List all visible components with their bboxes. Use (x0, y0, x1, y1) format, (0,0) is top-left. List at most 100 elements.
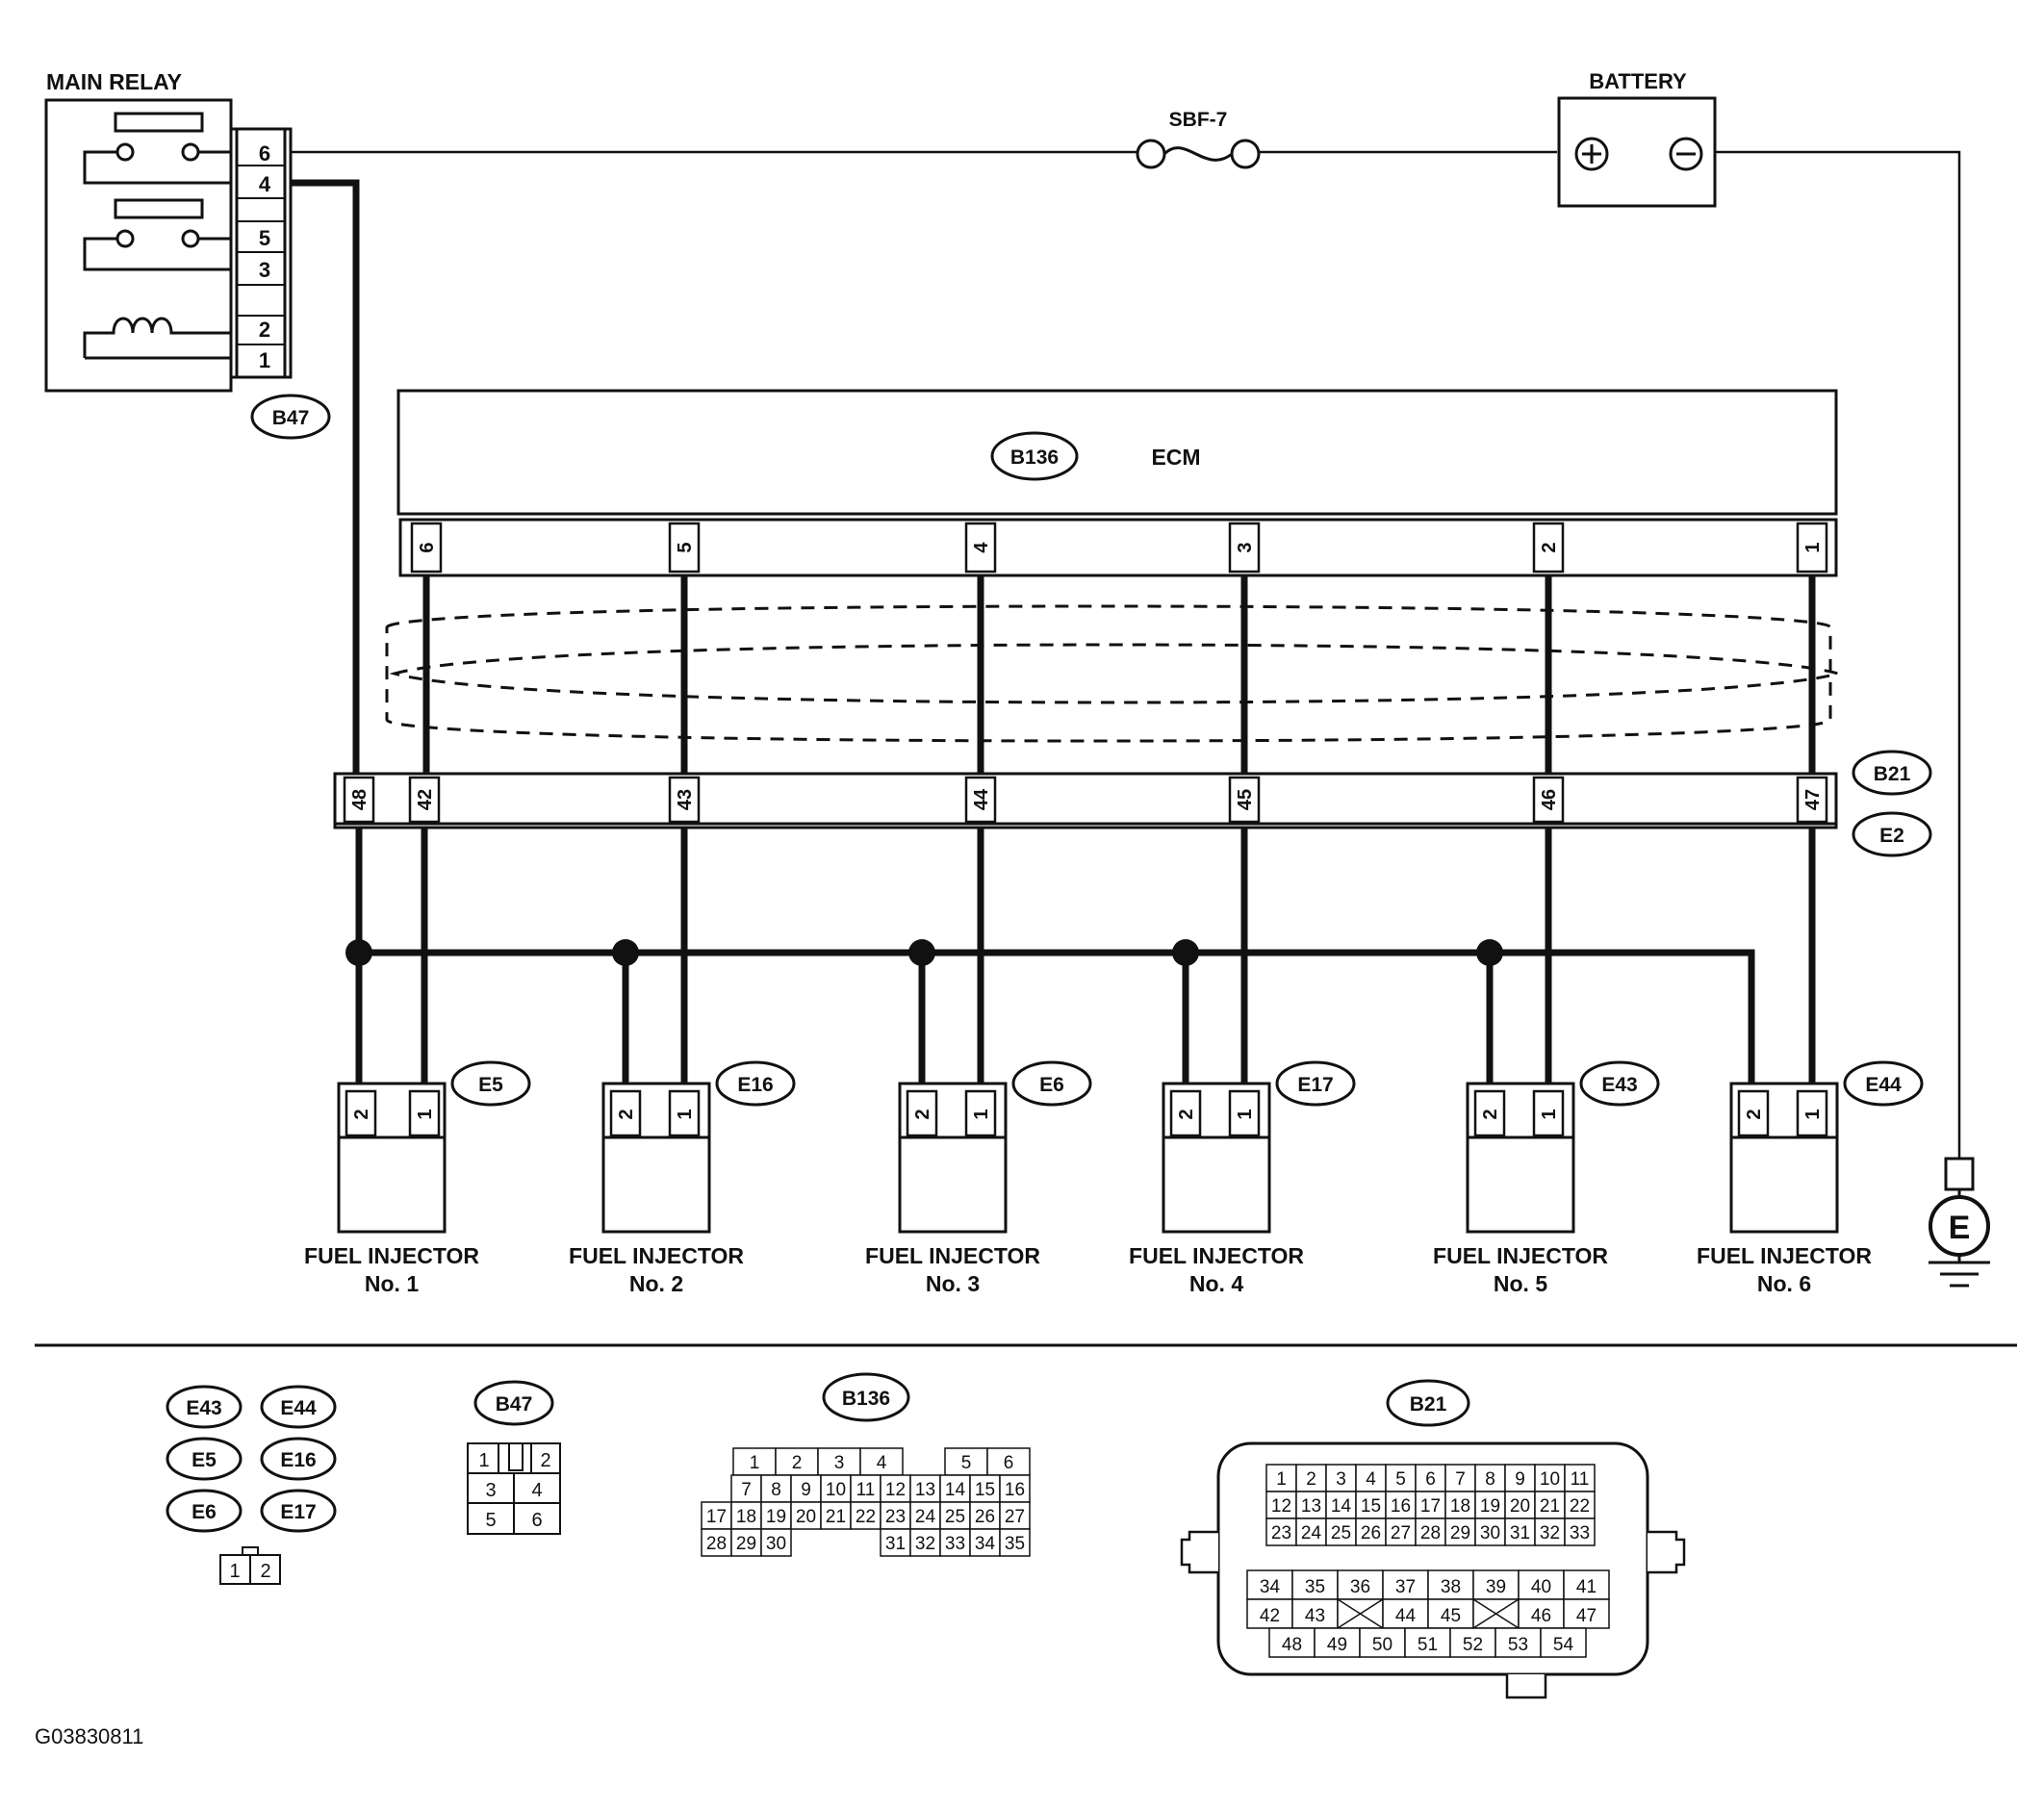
terminal-number: 36 (1350, 1577, 1370, 1597)
terminal-number: 53 (1508, 1635, 1528, 1655)
harness-pin: 42 (415, 789, 436, 810)
battery-title: BATTERY (1589, 69, 1687, 93)
terminal-number: 33 (1570, 1523, 1590, 1543)
terminal-number: 47 (1576, 1606, 1597, 1626)
ecm-pin: 2 (1539, 542, 1560, 552)
harness-pin: 47 (1802, 789, 1824, 810)
legend-injector-connectors: E43 E44 E5 E16 E6 E17 1 2 (166, 1385, 337, 1585)
svg-text:FUEL INJECTOR: FUEL INJECTOR (1129, 1243, 1304, 1268)
svg-text:E16: E16 (737, 1074, 773, 1096)
terminal-number: 19 (766, 1507, 786, 1527)
shield-dashed (385, 604, 1844, 743)
fuse-sbf-7 (1136, 139, 1261, 169)
svg-text:2: 2 (616, 1109, 637, 1119)
relay-pin: 1 (259, 348, 270, 372)
terminal-number: 43 (1305, 1606, 1325, 1626)
terminal-number: 29 (736, 1534, 756, 1554)
terminal-number: 4 (1366, 1469, 1376, 1490)
svg-text:B21: B21 (1874, 763, 1911, 785)
svg-text:No. 5: No. 5 (1494, 1271, 1547, 1296)
wire-battery-to-ground (1715, 150, 1961, 1159)
svg-text:B47: B47 (496, 1393, 533, 1416)
terminal-number: 10 (826, 1480, 846, 1500)
ecm-label: ECM (1151, 445, 1200, 470)
terminal-number: 23 (885, 1507, 906, 1527)
terminal-number: 50 (1372, 1635, 1392, 1655)
terminal-number: 41 (1576, 1577, 1597, 1597)
svg-text:No. 4: No. 4 (1189, 1271, 1243, 1296)
ecm-pin: 1 (1802, 542, 1824, 552)
terminal-number: 51 (1418, 1635, 1438, 1655)
svg-text:1: 1 (229, 1561, 240, 1582)
terminal-number: 15 (1361, 1496, 1381, 1517)
relay-pin: 6 (259, 141, 270, 166)
svg-text:2: 2 (540, 1450, 550, 1471)
svg-text:2: 2 (260, 1561, 270, 1582)
terminal-number: 31 (1510, 1523, 1530, 1543)
terminal-number: 4 (877, 1453, 887, 1473)
terminal-number: 9 (801, 1480, 811, 1500)
main-relay (44, 98, 233, 393)
svg-text:No. 1: No. 1 (365, 1271, 419, 1296)
terminal-number: 39 (1486, 1577, 1506, 1597)
lower-wires (355, 828, 1816, 1089)
svg-text:4: 4 (531, 1480, 542, 1501)
terminal-number: 7 (1455, 1469, 1466, 1490)
harness-pin: 43 (675, 789, 696, 810)
terminal-number: 35 (1305, 1577, 1325, 1597)
injector-3 (898, 1082, 1008, 1234)
svg-text:1: 1 (1802, 1109, 1824, 1119)
terminal-number: 23 (1271, 1523, 1291, 1543)
svg-text:2: 2 (1176, 1109, 1197, 1119)
injector-connector-labels: E5 E16 E6 E17 E43 E44 (450, 1060, 1924, 1107)
svg-text:1: 1 (415, 1109, 436, 1119)
battery (1557, 96, 1717, 208)
svg-text:No. 3: No. 3 (926, 1271, 980, 1296)
svg-text:1: 1 (971, 1109, 992, 1119)
terminal-number: 7 (741, 1480, 752, 1500)
terminal-number: 20 (1510, 1496, 1530, 1517)
terminal-number: 49 (1327, 1635, 1347, 1655)
terminal-number: 24 (1301, 1523, 1322, 1543)
power-wire (291, 179, 360, 776)
terminal-number: 42 (1260, 1606, 1280, 1626)
terminal-number: 22 (1570, 1496, 1590, 1517)
svg-text:E17: E17 (280, 1501, 316, 1523)
ecm-pin: 4 (971, 542, 992, 553)
ecm-pin: 3 (1235, 542, 1256, 552)
terminal-number: 25 (1331, 1523, 1351, 1543)
terminal-number: 13 (1301, 1496, 1321, 1517)
svg-text:E6: E6 (192, 1501, 217, 1523)
terminal-number: 16 (1391, 1496, 1411, 1517)
terminal-number: 17 (706, 1507, 727, 1527)
svg-text:E6: E6 (1039, 1074, 1064, 1096)
harness-pin: 48 (349, 789, 370, 810)
fuse-label: SBF-7 (1169, 109, 1228, 131)
terminal-number: 28 (706, 1534, 727, 1554)
svg-text:2: 2 (1480, 1109, 1501, 1119)
terminal-number: 2 (1306, 1469, 1316, 1490)
ecm-connector-label: B136 (990, 431, 1079, 481)
svg-text:E2: E2 (1879, 825, 1904, 847)
terminal-number: 6 (1425, 1469, 1436, 1490)
terminal-number: 10 (1540, 1469, 1560, 1490)
harness-connector: 48 42 43 44 45 46 47 (333, 772, 1838, 829)
terminal-number: 44 (1395, 1606, 1417, 1626)
terminal-number: 5 (1395, 1469, 1406, 1490)
svg-text:E5: E5 (478, 1074, 503, 1096)
terminal-number: 19 (1480, 1496, 1500, 1517)
terminal-number: 24 (915, 1507, 936, 1527)
ecm-pin: 6 (417, 542, 438, 552)
injector-pin-numbers: 2 1 2 1 2 1 2 1 2 1 2 1 (351, 1109, 1824, 1119)
svg-text:E43: E43 (186, 1397, 221, 1419)
terminal-number: 12 (885, 1480, 906, 1500)
terminal-number: 35 (1005, 1534, 1025, 1554)
terminal-number: 1 (750, 1453, 760, 1473)
terminal-number: 3 (834, 1453, 845, 1473)
terminal-number: 21 (826, 1507, 846, 1527)
terminal-number: 30 (1480, 1523, 1500, 1543)
legend-b47: B47 1 2 3 4 5 6 (467, 1380, 561, 1535)
terminal-number: 14 (1331, 1496, 1352, 1517)
bus-junctions (345, 939, 1503, 966)
terminal-number: 32 (915, 1534, 935, 1554)
